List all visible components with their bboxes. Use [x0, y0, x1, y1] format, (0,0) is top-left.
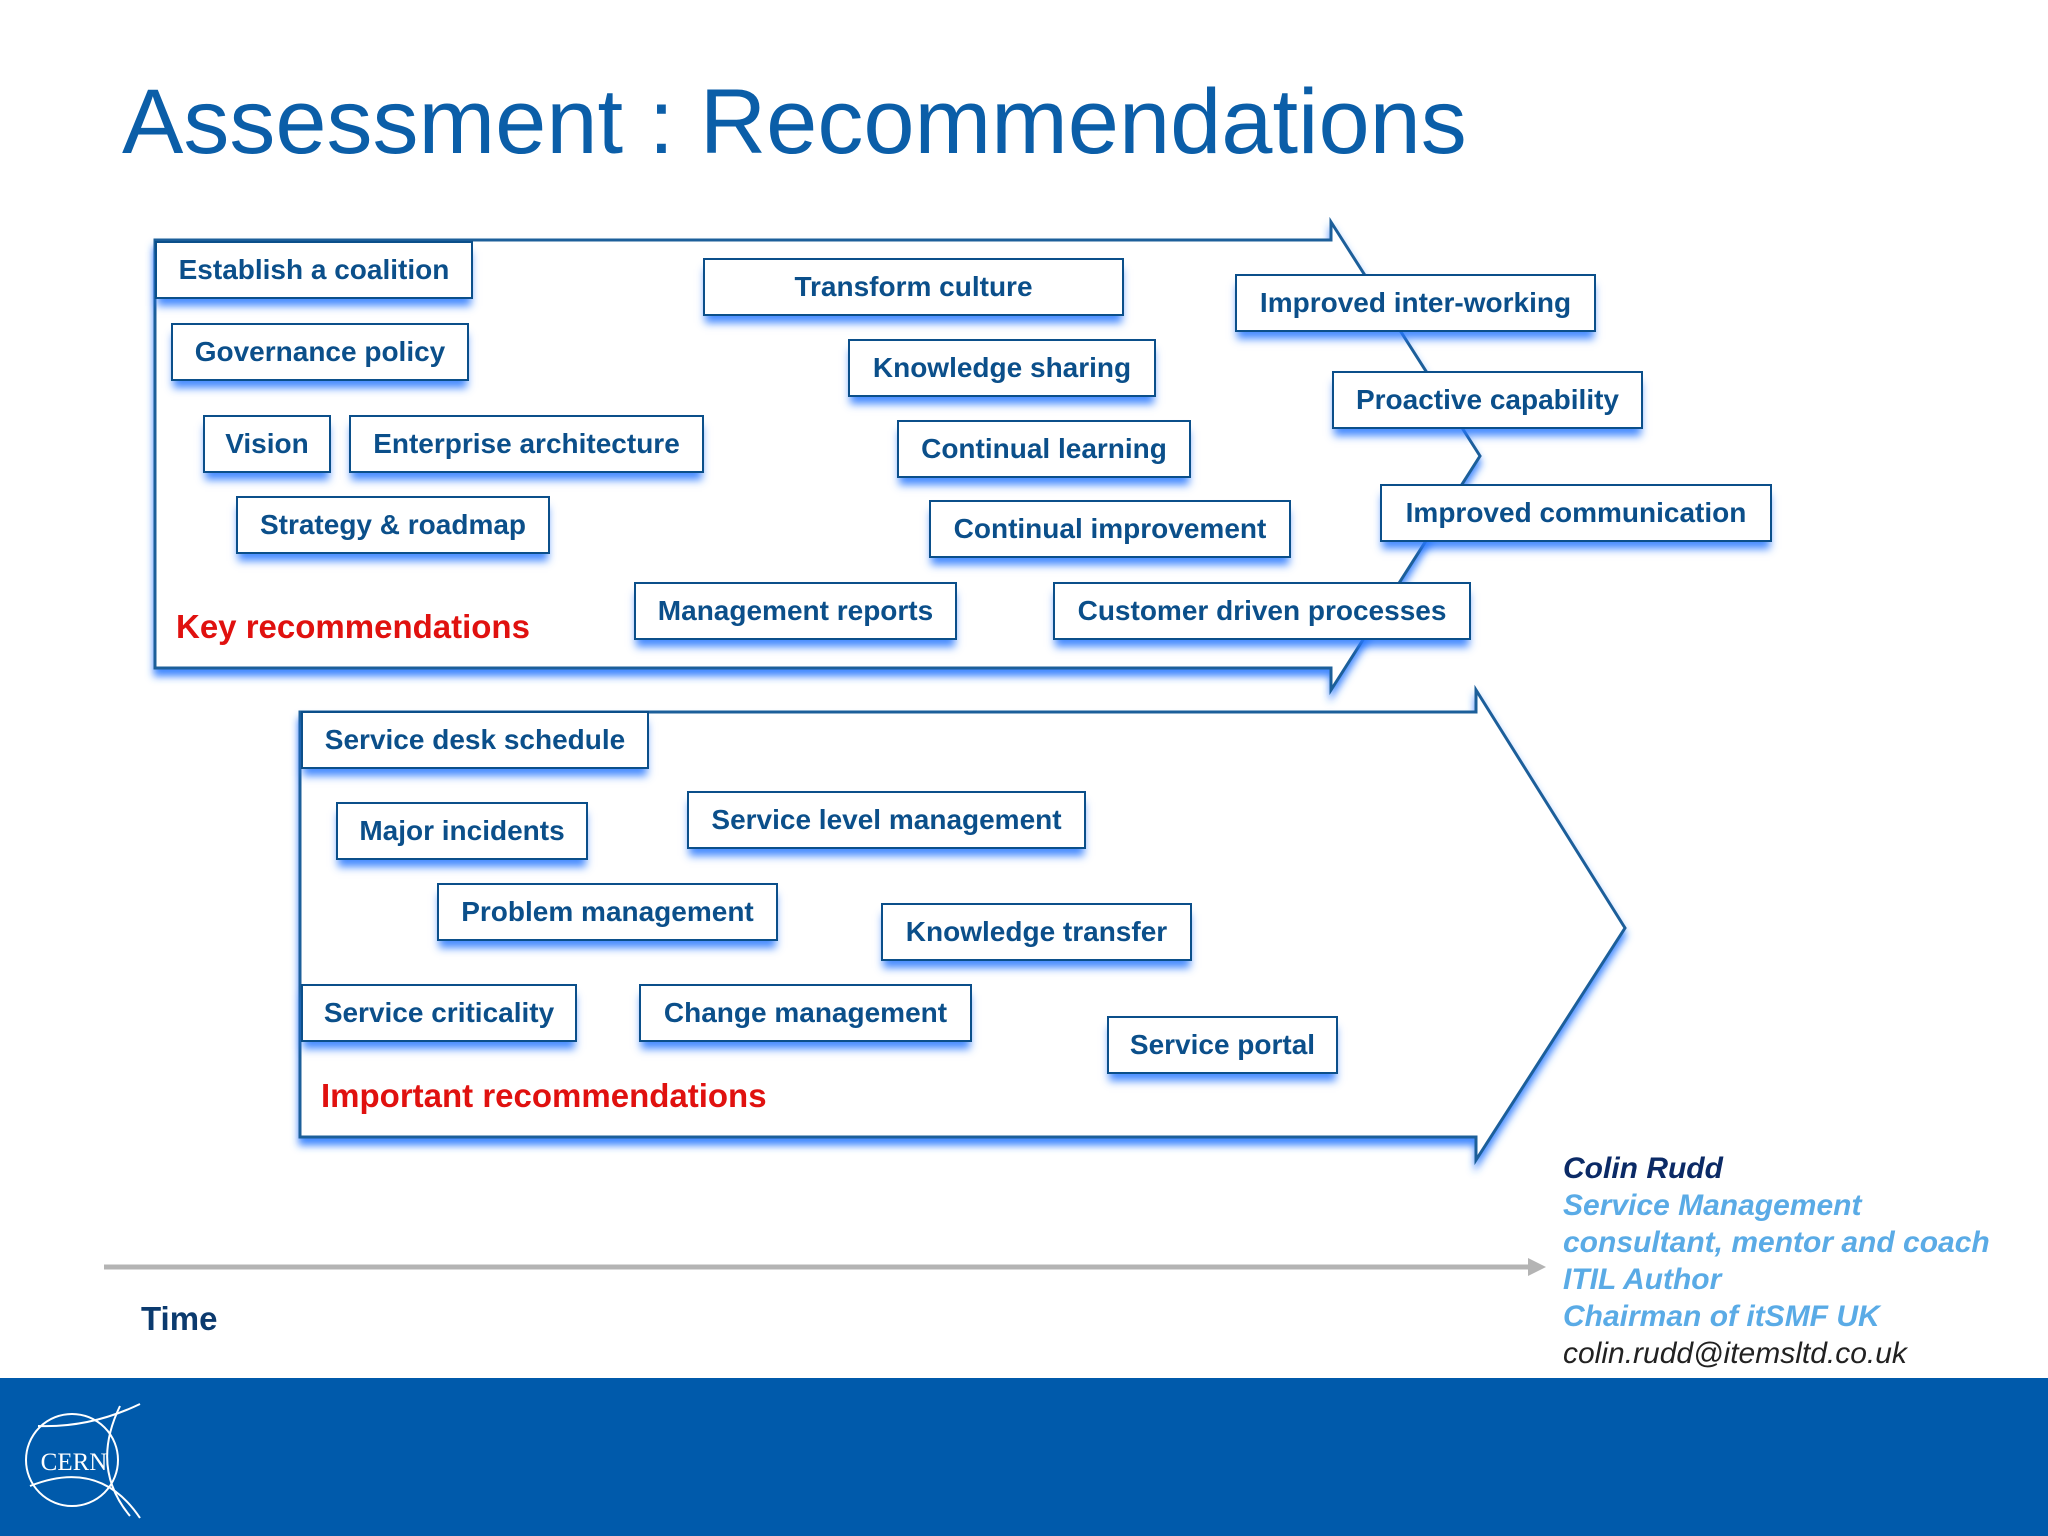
box-service-level-management: Service level management	[687, 791, 1086, 849]
box-vision: Vision	[203, 415, 331, 473]
box-service-portal: Service portal	[1107, 1016, 1338, 1074]
box-continual-learning: Continual learning	[897, 420, 1191, 478]
author-name: Colin Rudd	[1563, 1152, 1723, 1185]
box-improved-inter-working: Improved inter-working	[1235, 274, 1596, 332]
cern-logo-icon: CERN	[25, 1403, 141, 1519]
box-strategy-roadmap: Strategy & roadmap	[236, 496, 550, 554]
author-email: colin.rudd@itemsltd.co.uk	[1563, 1337, 1907, 1370]
box-management-reports: Management reports	[634, 582, 957, 640]
box-change-management: Change management	[639, 984, 972, 1042]
box-continual-improvement: Continual improvement	[929, 500, 1291, 558]
box-major-incidents: Major incidents	[336, 802, 588, 860]
important-recommendations-label: Important recommendations	[321, 1077, 767, 1114]
time-axis-label: Time	[141, 1300, 218, 1337]
author-block: Colin Rudd Service Management consultant…	[1563, 1150, 1990, 1372]
cern-logo-text: CERN	[41, 1449, 108, 1476]
box-knowledge-sharing: Knowledge sharing	[848, 339, 1156, 397]
box-governance-policy: Governance policy	[171, 323, 469, 381]
box-transform-culture: Transform culture	[703, 258, 1124, 316]
time-axis-arrowhead	[1528, 1258, 1546, 1276]
box-proactive-capability: Proactive capability	[1332, 371, 1643, 429]
author-line: Service Management	[1563, 1189, 1862, 1222]
box-establish-a-coalition: Establish a coalition	[155, 241, 473, 299]
box-enterprise-architecture: Enterprise architecture	[349, 415, 704, 473]
box-customer-driven-processes: Customer driven processes	[1053, 582, 1471, 640]
box-problem-management: Problem management	[437, 883, 778, 941]
key-recommendations-label: Key recommendations	[176, 608, 530, 645]
author-line: ITIL Author	[1563, 1263, 1722, 1296]
page-title: Assessment : Recommendations	[122, 71, 1467, 173]
box-service-desk-schedule: Service desk schedule	[301, 711, 649, 769]
box-knowledge-transfer: Knowledge transfer	[881, 903, 1192, 961]
footer-bar	[0, 1378, 2048, 1536]
author-line: Chairman of itSMF UK	[1563, 1300, 1880, 1333]
author-line: consultant, mentor and coach	[1563, 1226, 1990, 1259]
box-service-criticality: Service criticality	[301, 984, 577, 1042]
box-improved-communication: Improved communication	[1380, 484, 1772, 542]
